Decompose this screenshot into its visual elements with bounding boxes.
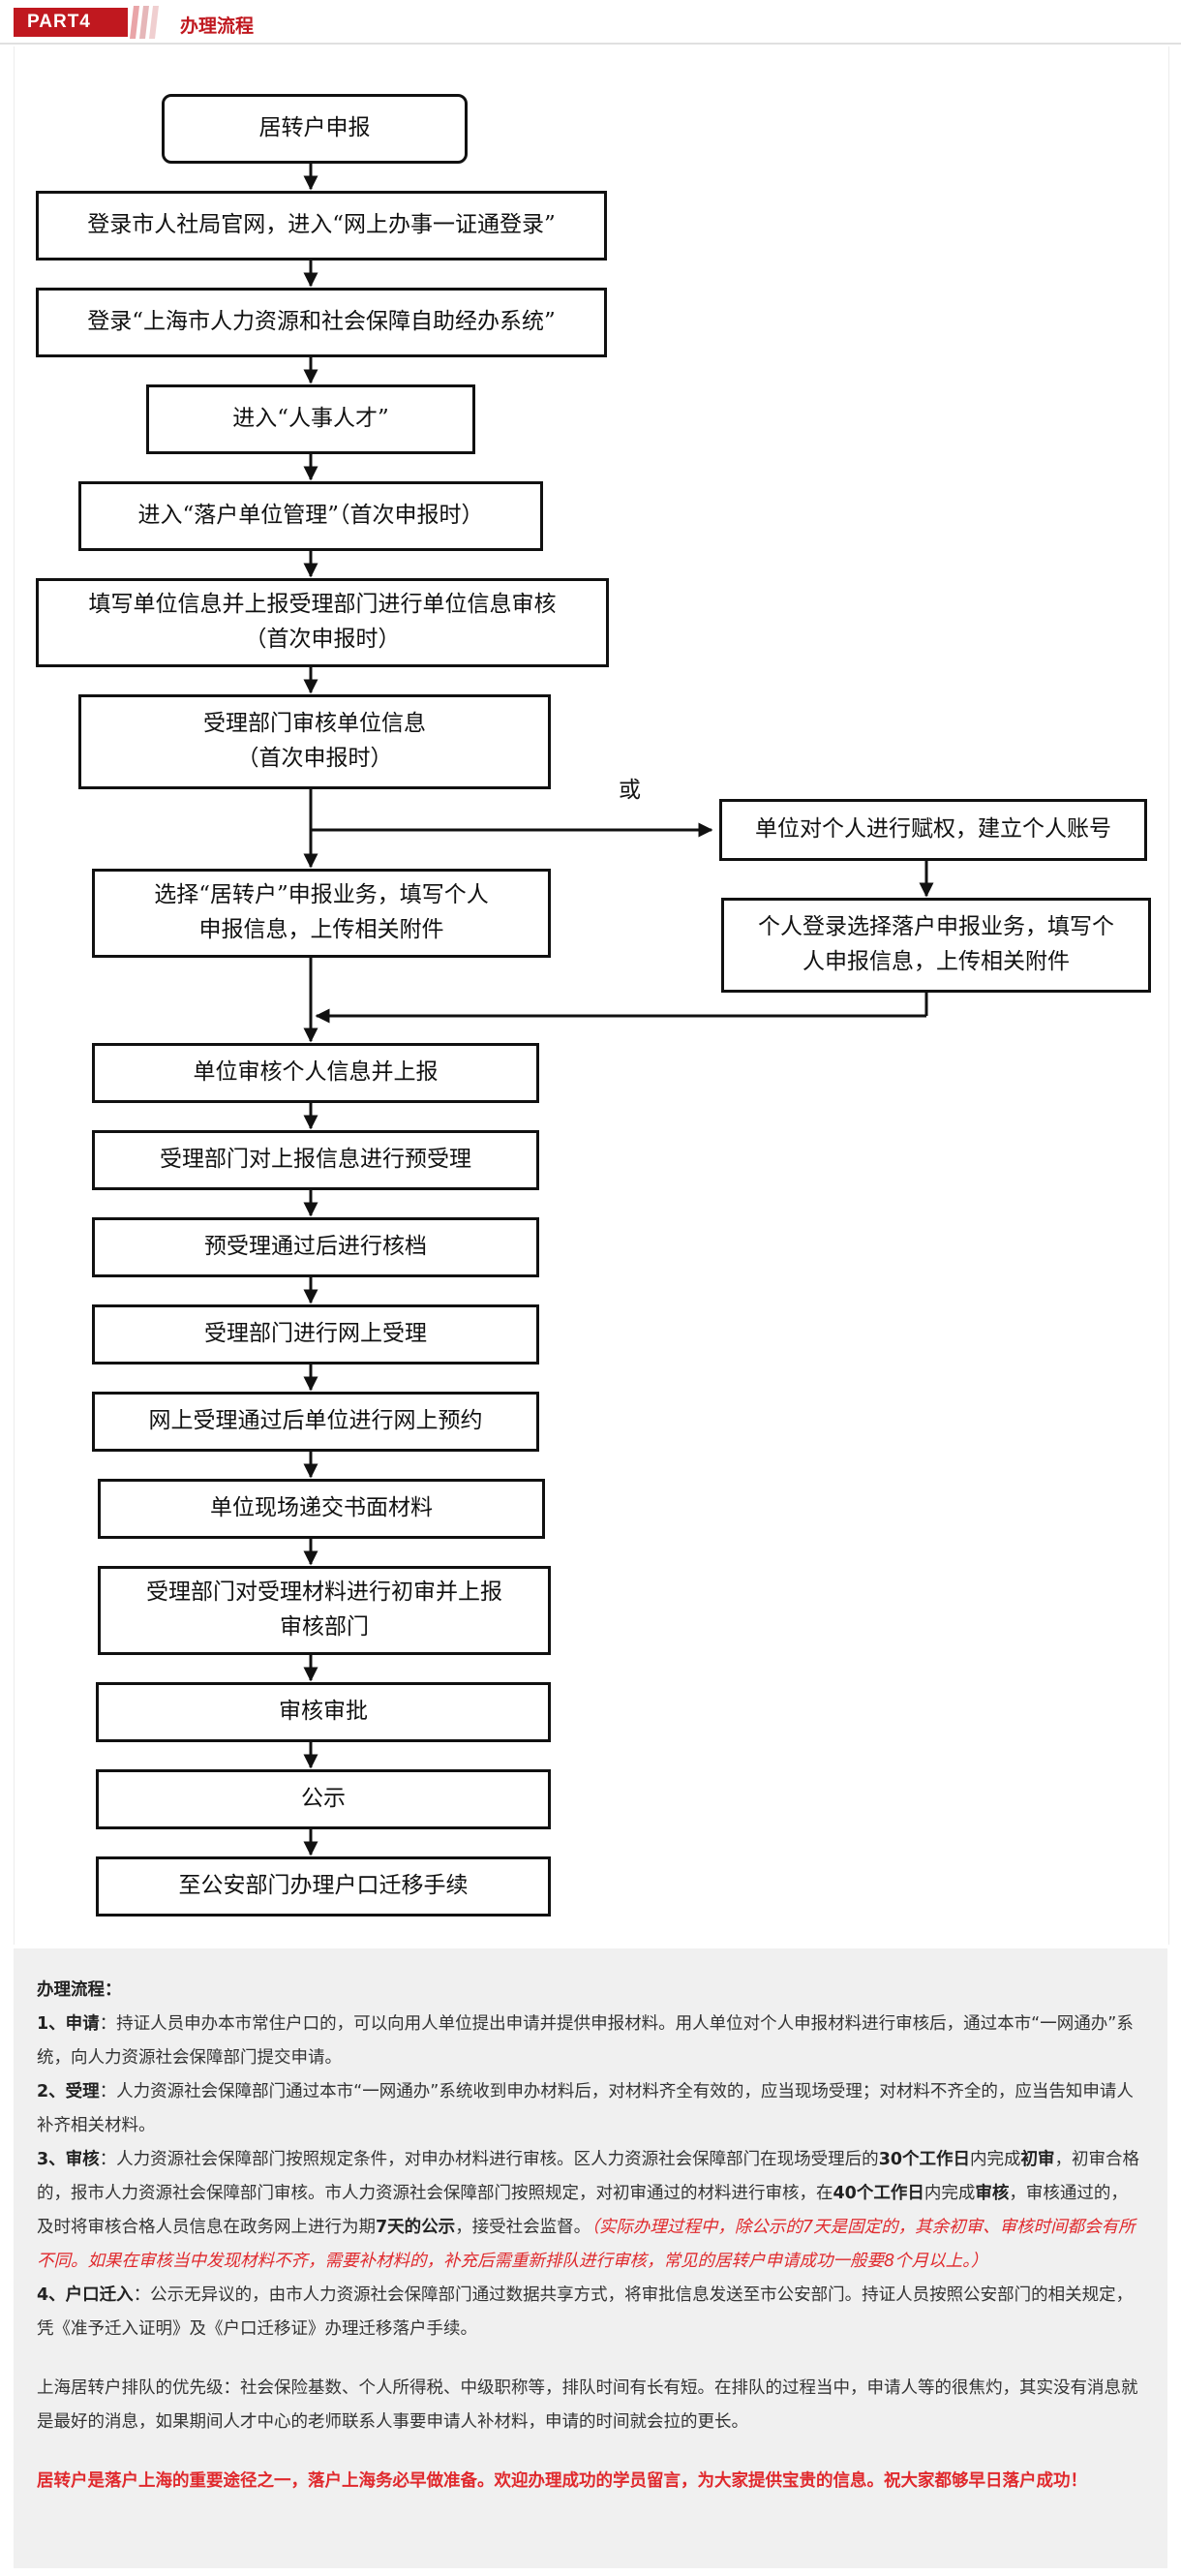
section-header: PART4 办理流程: [0, 0, 1181, 45]
closing-paragraph: 居转户是落户上海的重要途径之一，落户上海务必早做准备。欢迎办理成功的学员留言，为…: [37, 2471, 1087, 2491]
node-unit-review-personal: 单位审核个人信息并上报: [92, 1043, 539, 1103]
node-start: 居转户申报: [162, 94, 468, 164]
node-submit-materials: 单位现场递交书面材料: [98, 1479, 545, 1539]
node-approval: 审核审批: [96, 1682, 551, 1742]
node-public-notice: 公示: [96, 1769, 551, 1829]
step-review: 3、审核：人力资源社会保障部门按照规定条件，对申办材料进行审核。区人力资源社会保…: [37, 2150, 1140, 2271]
node-fill-unit-info: 填写单位信息并上报受理部门进行单位信息审核（首次申报时）: [36, 578, 609, 667]
node-login-portal: 登录市人社局官网，进入“网上办事一证通登录”: [36, 191, 607, 261]
node-preliminary-review: 受理部门对受理材料进行初审并上报审核部门: [98, 1566, 551, 1655]
node-select-residence-transfer: 选择“居转户”申报业务，填写个人申报信息，上传相关附件: [92, 869, 551, 958]
step-household-move: 4、户口迁入：公示无异议的，由市人力资源社会保障部门通过数据共享方式，将审批信息…: [37, 2285, 1134, 2339]
part-tag: PART4: [14, 8, 128, 37]
node-review-unit-info: 受理部门审核单位信息（首次申报时）: [78, 694, 551, 789]
priority-paragraph: 上海居转户排队的优先级：社会保险基数、个人所得税、中级职称等，排队时间有长有短。…: [37, 2378, 1138, 2432]
node-online-appointment: 网上受理通过后单位进行网上预约: [92, 1392, 539, 1452]
section-title: 办理流程: [180, 15, 255, 37]
flowchart: 居转户申报 登录市人社局官网，进入“网上办事一证通登录” 登录“上海市人力资源和…: [14, 46, 1169, 1945]
node-pre-acceptance: 受理部门对上报信息进行预受理: [92, 1130, 539, 1190]
node-online-acceptance: 受理部门进行网上受理: [92, 1304, 539, 1365]
node-login-system: 登录“上海市人力资源和社会保障自助经办系统”: [36, 288, 607, 357]
node-personal-login: 个人登录选择落户申报业务，填写个人申报信息，上传相关附件: [721, 898, 1151, 993]
process-heading: 办理流程：: [37, 1980, 122, 2000]
flowchart-connectors: [303, 164, 934, 1856]
or-label: 或: [619, 778, 641, 803]
node-unit-management: 进入“落户单位管理”（首次申报时）: [78, 481, 543, 551]
node-household-transfer: 至公安部门办理户口迁移手续: [96, 1856, 551, 1917]
step-accept: 2、受理：人力资源社会保障部门通过本市“一网通办”系统收到申办材料后，对材料齐全…: [37, 2082, 1134, 2135]
review-note: （实际办理过程中，除公示的7天是固定的，其余初审、审核时间都会有所不同。如果在审…: [37, 2218, 1136, 2271]
decorative-stripes-icon: [130, 6, 159, 39]
node-file-check: 预受理通过后进行核档: [92, 1217, 539, 1277]
step-apply: 1、申请：持证人员申办本市常住户口的，可以向用人单位提出申请并提供申报材料。用人…: [37, 2014, 1134, 2068]
process-description: 办理流程： 1、申请：持证人员申办本市常住户口的，可以向用人单位提出申请并提供申…: [14, 1948, 1167, 2568]
node-hr-talent: 进入“人事人才”: [146, 384, 475, 454]
node-grant-account: 单位对个人进行赋权，建立个人账号: [719, 799, 1147, 861]
